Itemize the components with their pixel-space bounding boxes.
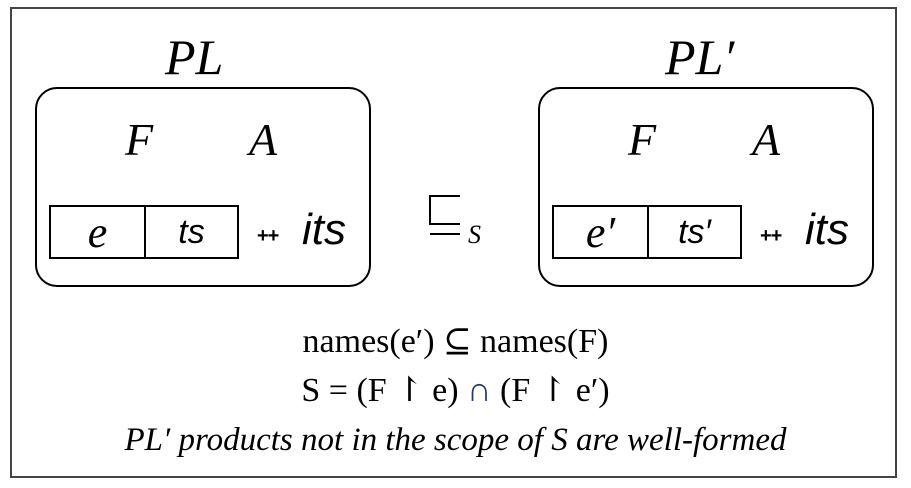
right-title: PL′ — [665, 29, 735, 85]
diagram-frame — [10, 7, 897, 478]
right-cells: e′ ts′ — [552, 205, 742, 259]
condition-scope: S = (F ↾ e) ∩ (F ↾ e′) — [0, 370, 911, 411]
refinement-subscript: S — [468, 220, 481, 249]
left-feature-label: F — [125, 114, 154, 165]
refinement-symbol — [429, 195, 460, 235]
right-feature-label: F — [628, 114, 657, 165]
scope-lhs: S = (F ↾ e) — [301, 372, 459, 409]
left-its: its — [302, 205, 346, 254]
left-concat: ++ — [257, 225, 279, 247]
left-panel: F A e ts ++ its — [35, 87, 371, 287]
right-cell-expr: e′ — [554, 207, 649, 257]
left-cells: e ts — [49, 205, 239, 259]
right-panel: F A e′ ts′ ++ its — [538, 87, 874, 287]
left-asset-label: A — [249, 114, 278, 165]
right-its: its — [805, 205, 849, 254]
right-asset-label: A — [752, 114, 781, 165]
scope-rhs: (F ↾ e′) — [500, 372, 610, 409]
left-cell-ts: ts — [178, 212, 205, 251]
condition-names: names(e′) ⊆ names(F) — [302, 323, 609, 360]
left-title: PL — [165, 29, 224, 85]
right-concat: ++ — [760, 225, 782, 247]
intersection-symbol: ∩ — [467, 371, 492, 409]
right-cell-ts: ts′ — [678, 212, 711, 251]
left-cell-expr: e — [51, 207, 146, 257]
condition-well-formed: PL′ products not in the scope of S are w… — [124, 422, 787, 458]
